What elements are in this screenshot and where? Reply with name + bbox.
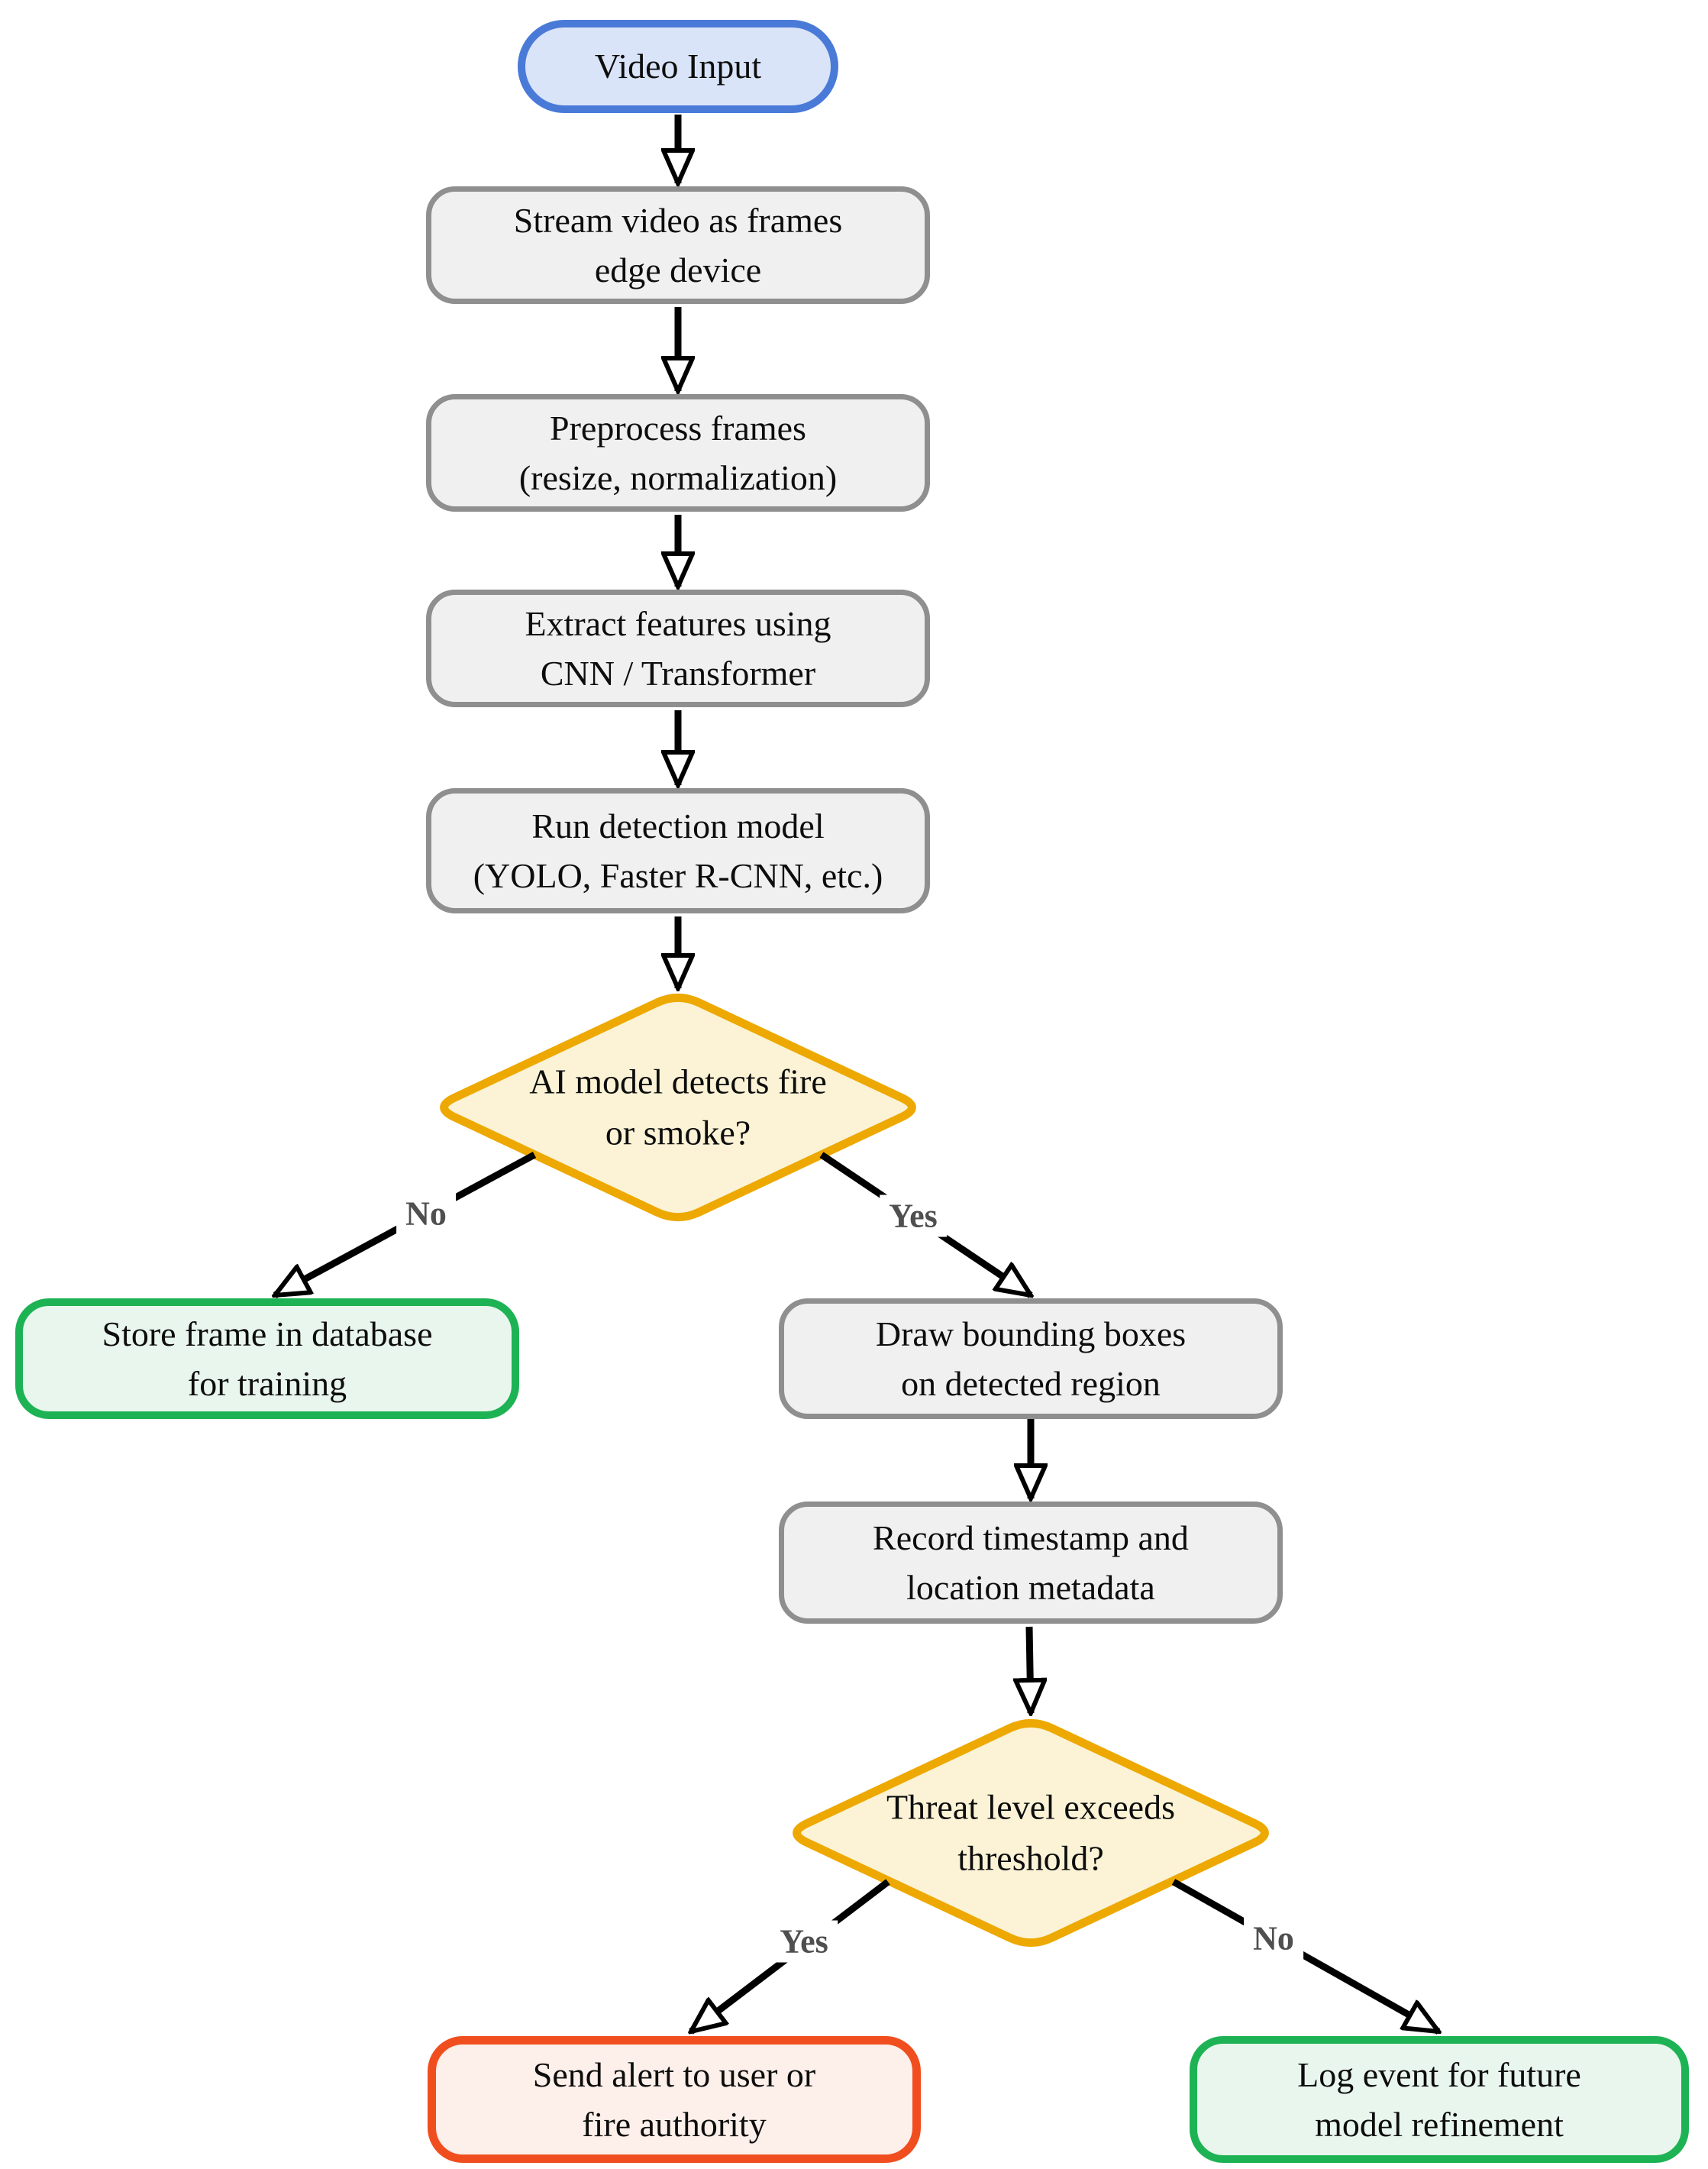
- node-video-input: Video Input: [518, 20, 838, 113]
- node-extract-features-line1: Extract features using: [525, 603, 831, 643]
- node-run-detection-line1: Run detection model: [531, 806, 825, 845]
- node-draw-boxes-line1: Draw bounding boxes: [875, 1314, 1187, 1353]
- node-log-event-line2: model refinement: [1315, 2105, 1564, 2144]
- node-store-frame-line2: for training: [187, 1364, 347, 1403]
- node-stream-frames: Stream video as frames edge device: [426, 186, 930, 304]
- node-send-alert-line2: fire authority: [582, 2105, 767, 2144]
- node-threat-decision-line2: threshold?: [957, 1838, 1104, 1877]
- node-detect-decision-line2: or smoke?: [605, 1113, 751, 1152]
- node-run-detection-line2: (YOLO, Faster R-CNN, etc.): [473, 856, 883, 895]
- node-record-metadata-line2: location metadata: [906, 1568, 1155, 1607]
- node-detect-decision-label: AI model detects fire or smoke?: [529, 1056, 827, 1158]
- node-record-metadata: Record timestamp and location metadata: [779, 1501, 1283, 1624]
- node-store-frame-line1: Store frame in database: [102, 1314, 433, 1353]
- node-record-metadata-line1: Record timestamp and: [873, 1518, 1189, 1557]
- arrow-record-to-threat: [1029, 1626, 1031, 1713]
- node-send-alert: Send alert to user or fire authority: [428, 2036, 921, 2163]
- node-store-frame: Store frame in database for training: [15, 1298, 519, 1419]
- node-threat-decision-line1: Threat level exceeds: [886, 1787, 1175, 1827]
- node-stream-frames-line1: Stream video as frames: [513, 200, 843, 240]
- node-send-alert-line1: Send alert to user or: [532, 2054, 816, 2094]
- edge-label-detect-no: No: [396, 1192, 456, 1235]
- node-extract-features-line2: CNN / Transformer: [540, 654, 816, 693]
- edge-label-threat-no: No: [1244, 1917, 1303, 1960]
- node-log-event: Log event for future model refinement: [1190, 2036, 1689, 2163]
- node-extract-features: Extract features using CNN / Transformer: [426, 590, 930, 707]
- node-detect-decision-line1: AI model detects fire: [529, 1062, 827, 1101]
- node-stream-frames-line2: edge device: [594, 251, 762, 289]
- node-preprocess-line1: Preprocess frames: [550, 408, 806, 448]
- node-preprocess: Preprocess frames (resize, normalization…: [426, 394, 930, 512]
- node-log-event-line1: Log event for future: [1297, 2054, 1581, 2094]
- node-draw-boxes: Draw bounding boxes on detected region: [779, 1298, 1283, 1419]
- node-preprocess-line2: (resize, normalization): [518, 458, 838, 497]
- node-video-input-label: Video Input: [594, 47, 762, 86]
- arrow-threat-no-to-log: [1171, 1879, 1438, 2035]
- node-draw-boxes-line2: on detected region: [901, 1364, 1161, 1403]
- edge-label-detect-yes: Yes: [880, 1194, 947, 1237]
- node-run-detection: Run detection model (YOLO, Faster R-CNN,…: [426, 788, 930, 913]
- edge-label-threat-yes: Yes: [770, 1920, 838, 1963]
- node-threat-decision-label: Threat level exceeds threshold?: [886, 1782, 1175, 1883]
